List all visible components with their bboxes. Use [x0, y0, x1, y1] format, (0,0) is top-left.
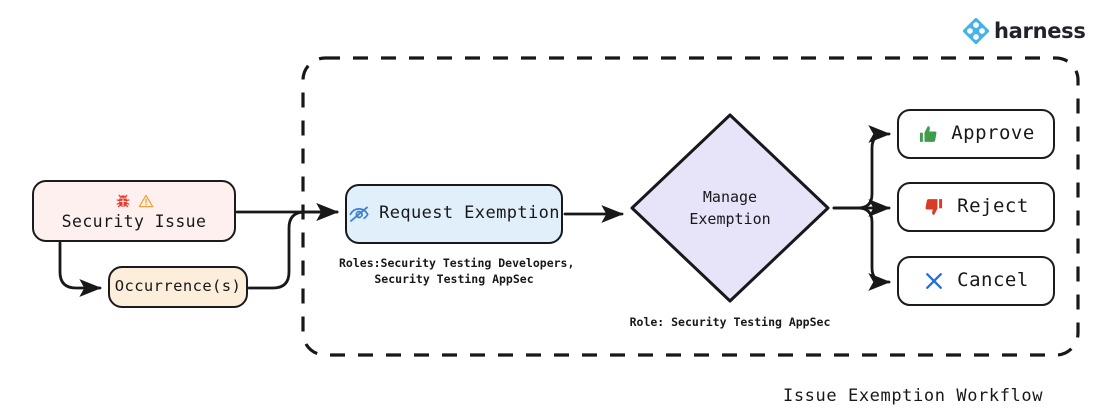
connector-manage-to-approve [832, 125, 891, 210]
harness-logo: harness [963, 18, 1086, 44]
node-cancel-label: Cancel [957, 269, 1029, 292]
node-reject-label: Reject [957, 195, 1029, 218]
node-security-issue-label: Security Issue [61, 211, 207, 231]
thumbs-up-icon [920, 126, 937, 142]
node-reject[interactable]: Reject [897, 182, 1055, 232]
manage-exemption-label-line1: Manage [702, 187, 758, 206]
harness-logo-text: harness [994, 18, 1086, 43]
node-request-exemption[interactable]: Request Exemption [345, 184, 563, 244]
connector-manage-to-cancel [832, 206, 891, 291]
node-security-issue[interactable]: Security Issue [32, 180, 236, 242]
eye-slash-icon [349, 206, 369, 222]
diagram-title: Issue Exemption Workflow [783, 386, 1044, 406]
thumbs-down-icon [925, 199, 943, 215]
node-approve[interactable]: Approve [897, 109, 1055, 159]
security-issue-icon-row [115, 193, 154, 210]
node-approve-label: Approve [951, 122, 1035, 145]
bug-icon [116, 194, 129, 208]
request-exemption-roles-caption: Roles:Security Testing Developers, Secur… [339, 256, 575, 286]
manage-exemption-diamond-shape [630, 113, 830, 303]
manage-exemption-role-caption: Role: Security Testing AppSec [629, 315, 831, 329]
manage-exemption-label-line2: Exemption [689, 210, 771, 228]
close-x-icon [926, 273, 943, 289]
node-occurrences[interactable]: Occurrence(s) [108, 266, 248, 308]
exemption-scope-container [301, 56, 1080, 357]
node-occurrences-label: Occurrence(s) [114, 277, 242, 296]
node-cancel[interactable]: Cancel [897, 256, 1055, 306]
manage-exemption-label: Manage Exemption [628, 113, 832, 303]
node-request-exemption-label: Request Exemption [379, 203, 560, 224]
harness-diamond-logo-icon [963, 18, 989, 44]
connector-security-to-occurrence [58, 241, 102, 297]
warning-triangle-icon [138, 194, 153, 208]
node-manage-exemption[interactable]: Manage Exemption [628, 113, 832, 303]
connector-occurrence-to-request [247, 203, 339, 290]
